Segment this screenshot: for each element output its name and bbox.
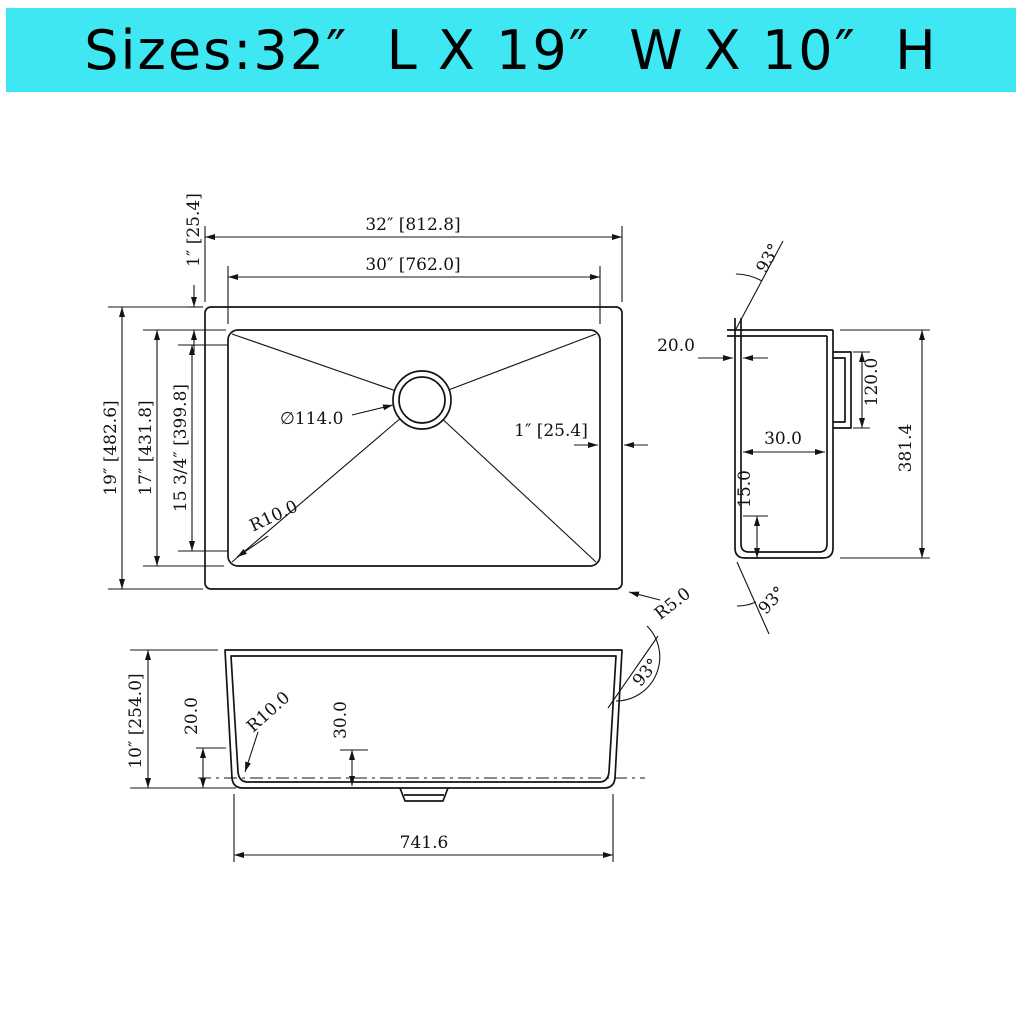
mounting-clip <box>833 351 852 429</box>
dim-width-inner: 17″ [431.8] <box>136 400 156 495</box>
sink-outer-edge <box>204 306 623 590</box>
dim-bottom-length: 741.6 <box>400 833 449 853</box>
dim-length-inner: 30″ [762.0] <box>365 255 460 275</box>
size-banner-text: Sizes:32″ L X 19″ W X 10″ H <box>84 18 938 82</box>
dim-rim-width: 20.0 <box>657 336 695 356</box>
dim-width-bottom: 15 3/4″ [399.8] <box>171 384 191 512</box>
top-view-dimension-lines <box>108 226 661 601</box>
drain-inner-circle <box>398 376 446 424</box>
dim-corner-radius: R10.0 <box>247 497 301 537</box>
dim-height-overall: 10″ [254.0] <box>126 673 146 768</box>
dim-front-rim: 20.0 <box>182 697 202 735</box>
dim-clip-offset: 30.0 <box>764 429 802 449</box>
front-profile <box>198 649 645 802</box>
dim-overall-height: 381.4 <box>896 424 916 473</box>
front-view-dimension-lines <box>130 625 661 862</box>
sink-bowl-edge <box>227 329 601 567</box>
dim-outer-radius: R5.0 <box>651 584 695 624</box>
drain-outer-circle <box>392 370 452 430</box>
dim-length-overall: 32″ [812.8] <box>365 215 460 235</box>
dim-drain-offset: 30.0 <box>331 701 351 739</box>
side-profile <box>727 318 852 559</box>
dim-front-angle: 93° <box>629 655 664 691</box>
dim-width-overall: 19″ [482.6] <box>101 400 121 495</box>
top-view: 32″ [812.8] 30″ [762.0] 1″ [25.4] 19″ [4… <box>101 193 695 624</box>
dim-front-corner-radius: R10.0 <box>243 688 294 737</box>
size-banner: Sizes:32″ L X 19″ W X 10″ H <box>6 8 1016 92</box>
side-view: 93° 20.0 120.0 30.0 381.4 15.0 93° <box>657 240 930 635</box>
dim-drain-diameter: ∅114.0 <box>280 409 343 429</box>
dim-lip: 15.0 <box>735 470 755 508</box>
drain-fitting <box>399 787 449 802</box>
dim-clip-height: 120.0 <box>862 358 882 407</box>
dim-rim-top: 1″ [25.4] <box>184 193 204 267</box>
bowl-slope-lines <box>231 333 597 563</box>
side-view-dimension-lines <box>698 240 930 635</box>
dim-rim-right: 1″ [25.4] <box>514 421 588 441</box>
front-view: 10″ [254.0] 20.0 R10.0 30.0 93° 741.6 <box>126 625 664 862</box>
